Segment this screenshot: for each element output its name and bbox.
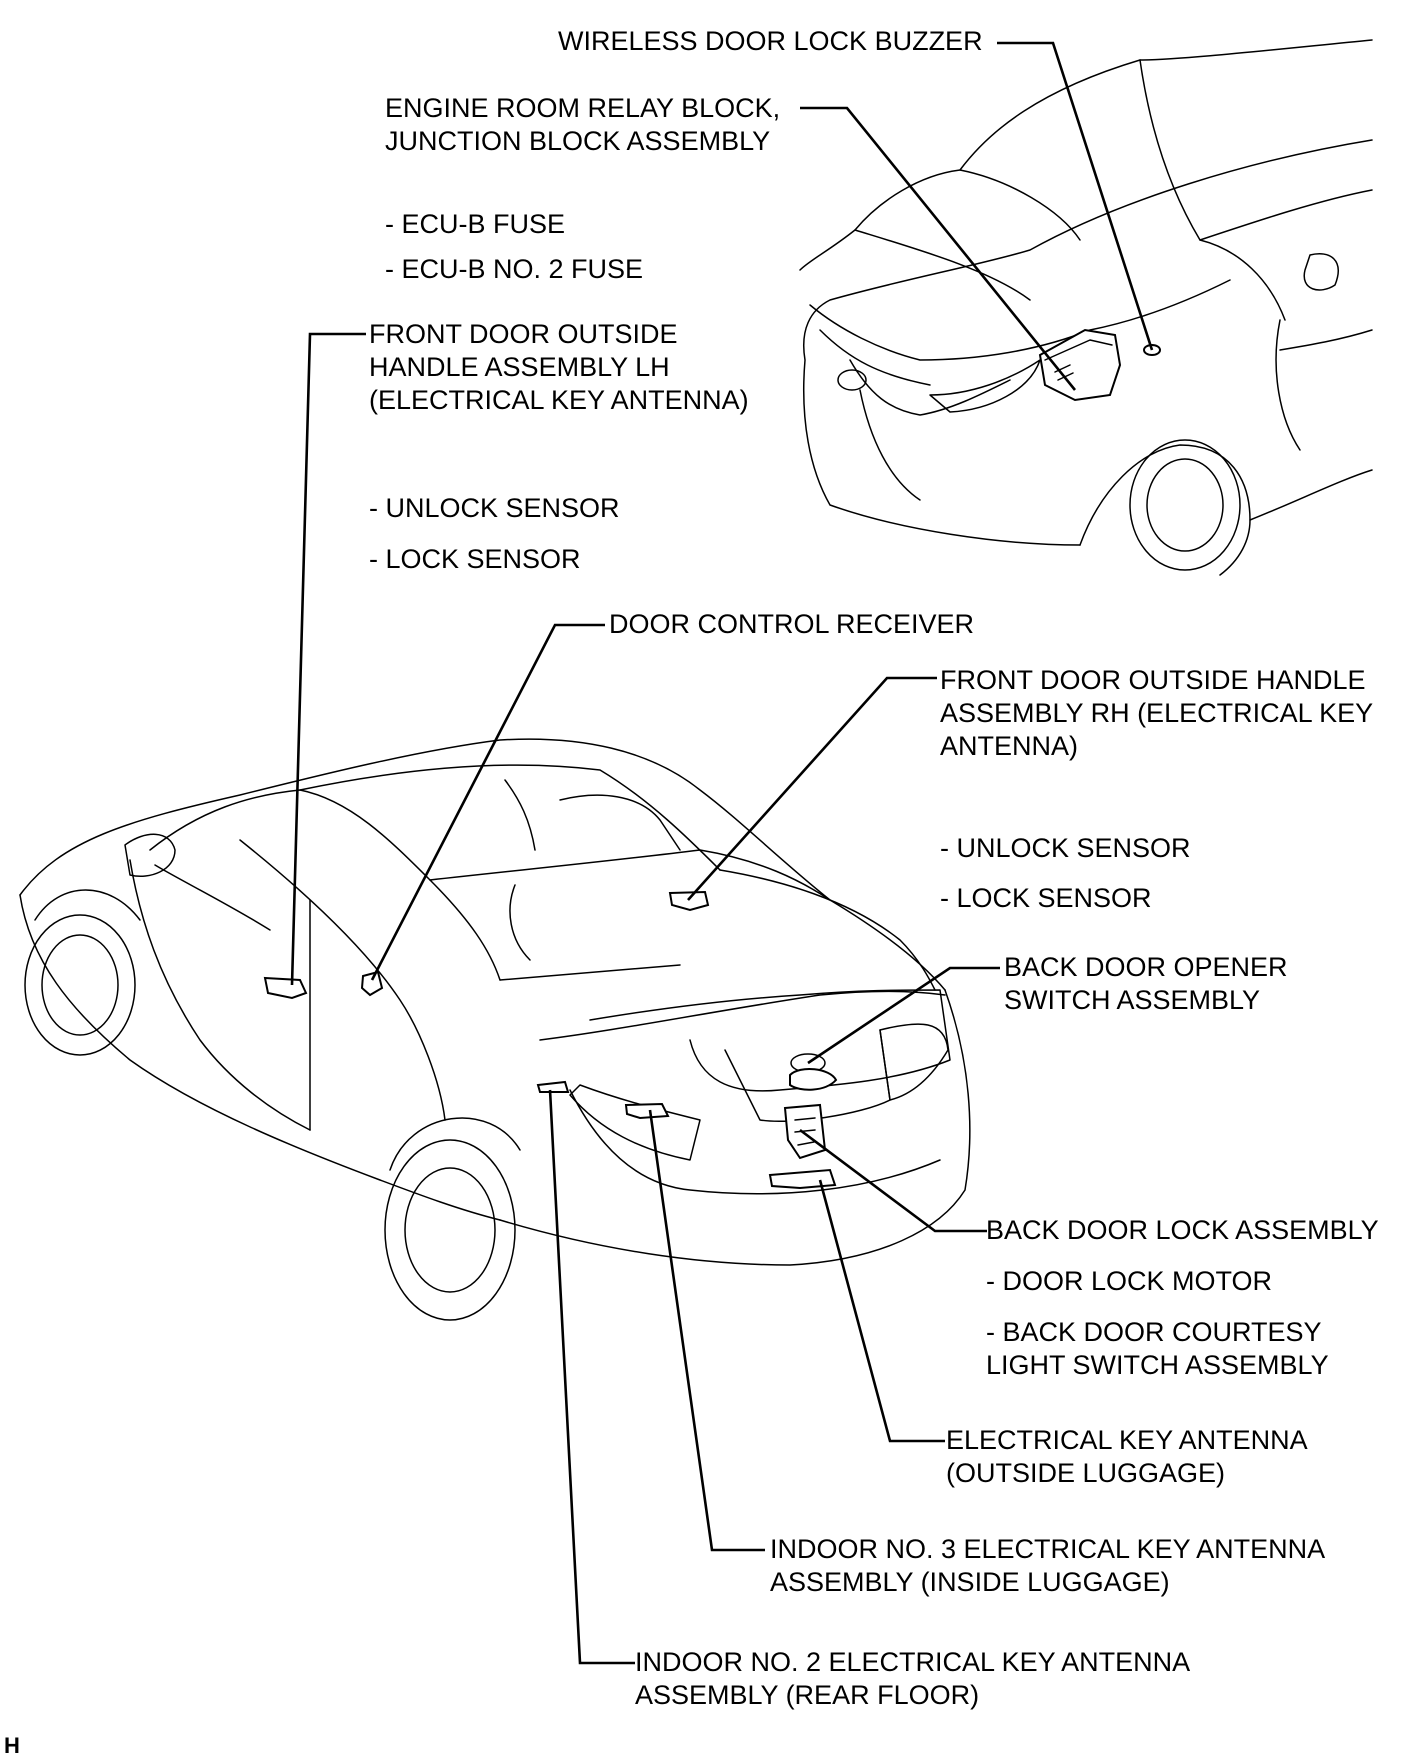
- back-lock-sub-item: - BACK DOOR COURTESY: [986, 1317, 1322, 1347]
- relay-block-label-line: JUNCTION BLOCK ASSEMBLY: [385, 126, 771, 156]
- back-lock-label-line: BACK DOOR LOCK ASSEMBLY: [986, 1215, 1379, 1245]
- handle-rh-label: FRONT DOOR OUTSIDE HANDLE ASSEMBLY RH (E…: [940, 664, 1373, 763]
- back-door-lock-label: BACK DOOR LOCK ASSEMBLY: [986, 1214, 1379, 1247]
- handle-rh-sublist: - UNLOCK SENSOR - LOCK SENSOR: [940, 823, 1191, 923]
- handle-lh-sub-item: - LOCK SENSOR: [369, 544, 581, 574]
- handle-lh-sublist: - UNLOCK SENSOR - LOCK SENSOR: [369, 483, 620, 585]
- relay-block-sublist: - ECU-B FUSE - ECU-B NO. 2 FUSE: [385, 202, 643, 292]
- inside-luggage-antenna-label: INDOOR NO. 3 ELECTRICAL KEY ANTENNA ASSE…: [770, 1533, 1325, 1599]
- buzzer-label: WIRELESS DOOR LOCK BUZZER: [558, 25, 983, 58]
- receiver-label-line: DOOR CONTROL RECEIVER: [609, 609, 975, 639]
- relay-block-label: ENGINE ROOM RELAY BLOCK, JUNCTION BLOCK …: [385, 92, 780, 158]
- handle-lh-label: FRONT DOOR OUTSIDE HANDLE ASSEMBLY LH (E…: [369, 318, 749, 417]
- handle-rh-sub-item: - UNLOCK SENSOR: [940, 833, 1191, 863]
- outside-luggage-label-line: (OUTSIDE LUGGAGE): [946, 1458, 1226, 1488]
- handle-lh-sub-item: - UNLOCK SENSOR: [369, 493, 620, 523]
- handle-lh-label-line: FRONT DOOR OUTSIDE: [369, 319, 678, 349]
- handle-rh-label-line: ASSEMBLY RH (ELECTRICAL KEY: [940, 698, 1374, 728]
- back-door-lock-sublist: - DOOR LOCK MOTOR - BACK DOOR COURTESY L…: [986, 1265, 1329, 1382]
- figure-id: H: [4, 1733, 20, 1758]
- rear-vehicle-illustration: [19, 738, 971, 1321]
- handle-rh-label-line: FRONT DOOR OUTSIDE HANDLE: [940, 665, 1366, 695]
- leader-lines: [290, 41, 1154, 1665]
- handle-rh-label-line: ANTENNA): [940, 731, 1079, 761]
- opener-switch-label: BACK DOOR OPENER SWITCH ASSEMBLY: [1004, 951, 1288, 1017]
- opener-label-line: BACK DOOR OPENER: [1004, 952, 1288, 982]
- rear-floor-label-line: INDOOR NO. 2 ELECTRICAL KEY ANTENNA: [635, 1647, 1191, 1677]
- handle-lh-label-line: (ELECTRICAL KEY ANTENNA): [369, 385, 749, 415]
- receiver-label: DOOR CONTROL RECEIVER: [609, 608, 974, 641]
- relay-sub-item: - ECU-B FUSE: [385, 209, 566, 239]
- handle-lh-label-line: HANDLE ASSEMBLY LH: [369, 352, 670, 382]
- relay-block-label-line: ENGINE ROOM RELAY BLOCK,: [385, 93, 781, 123]
- handle-rh-sub-item: - LOCK SENSOR: [940, 883, 1152, 913]
- relay-sub-item: - ECU-B NO. 2 FUSE: [385, 254, 644, 284]
- rear-floor-label-line: ASSEMBLY (REAR FLOOR): [635, 1680, 980, 1710]
- back-lock-sub-item: - DOOR LOCK MOTOR: [986, 1266, 1273, 1296]
- outside-luggage-antenna-label: ELECTRICAL KEY ANTENNA (OUTSIDE LUGGAGE): [946, 1424, 1308, 1490]
- inside-luggage-label-line: INDOOR NO. 3 ELECTRICAL KEY ANTENNA: [770, 1534, 1326, 1564]
- front-vehicle-illustration: [799, 39, 1373, 576]
- opener-label-line: SWITCH ASSEMBLY: [1004, 985, 1261, 1015]
- rear-floor-antenna-label: INDOOR NO. 2 ELECTRICAL KEY ANTENNA ASSE…: [635, 1646, 1190, 1712]
- outside-luggage-label-line: ELECTRICAL KEY ANTENNA: [946, 1425, 1308, 1455]
- buzzer-label-line: WIRELESS DOOR LOCK BUZZER: [558, 26, 983, 56]
- inside-luggage-label-line: ASSEMBLY (INSIDE LUGGAGE): [770, 1567, 1170, 1597]
- back-lock-sub-item: LIGHT SWITCH ASSEMBLY: [986, 1350, 1329, 1380]
